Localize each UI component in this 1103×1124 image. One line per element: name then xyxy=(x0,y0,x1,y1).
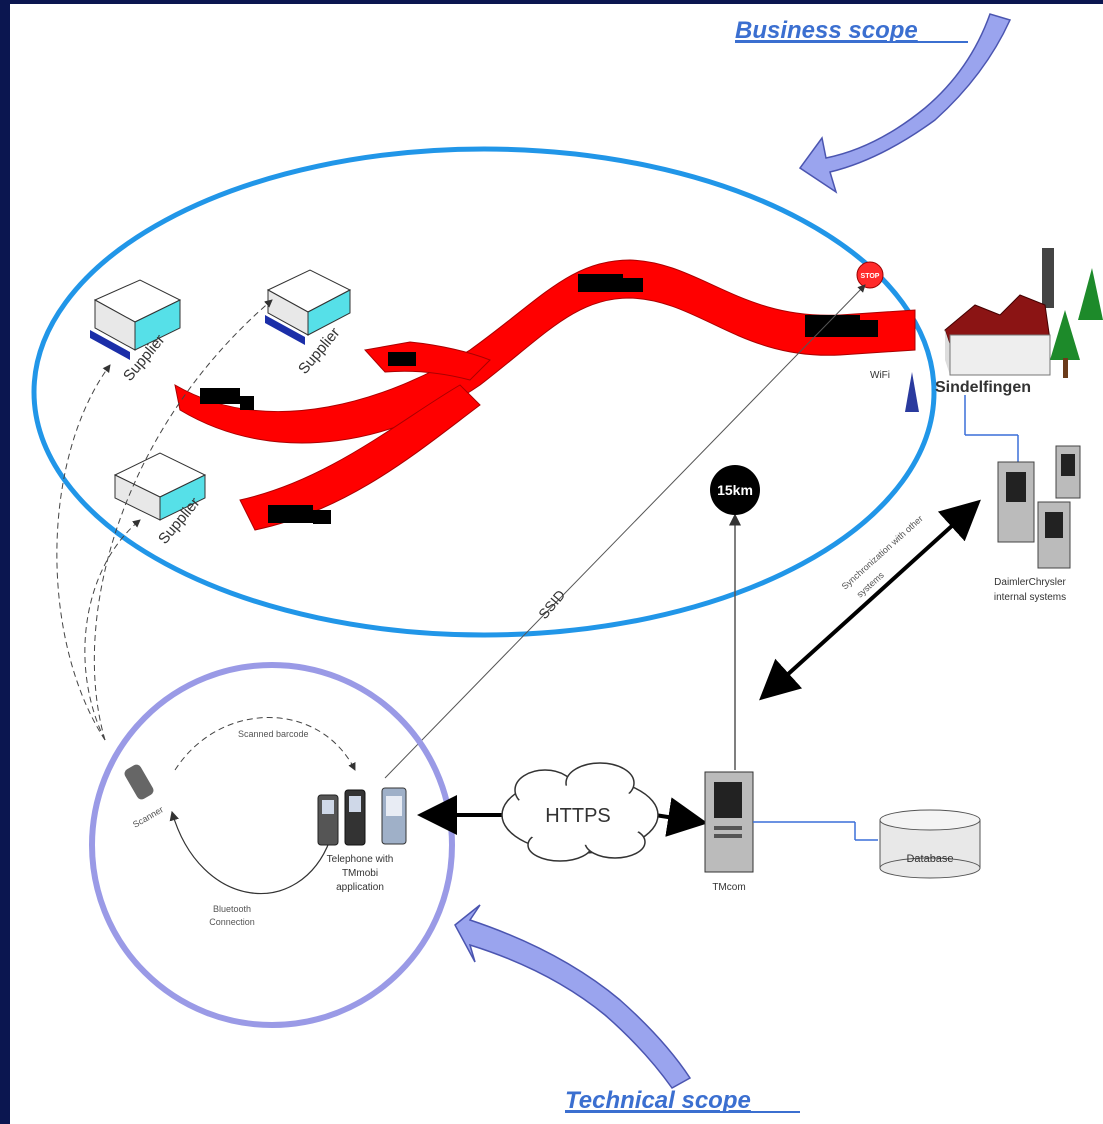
bluetooth-arc xyxy=(169,810,331,894)
scanned-barcode-arc xyxy=(174,717,356,771)
server-icon xyxy=(997,461,1035,543)
technical-scope-circle xyxy=(89,662,455,1028)
dashed-link xyxy=(93,299,273,741)
bluetooth-label: Connection xyxy=(209,917,255,927)
technical-scope-label: Technical scope xyxy=(565,1087,751,1114)
https-label: HTTPS xyxy=(545,805,611,827)
supplier-label: Supplier xyxy=(295,324,343,377)
server-icon xyxy=(1055,445,1081,499)
phones-label: TMmobi xyxy=(342,868,378,879)
stop-sign-text: STOP xyxy=(861,273,880,280)
truck-icon xyxy=(268,505,331,524)
internal-systems-label: internal systems xyxy=(994,592,1066,603)
server-label: TMcom xyxy=(712,882,745,893)
ssid-line xyxy=(384,284,866,779)
tree-icon xyxy=(1078,268,1103,320)
stop-sign-icon xyxy=(856,261,884,289)
phones-label: application xyxy=(336,882,384,893)
truck-icon xyxy=(200,388,254,410)
business-scope-ellipse xyxy=(31,146,937,638)
phone-icon xyxy=(381,787,407,845)
phone-icon xyxy=(344,789,366,846)
distance-label: 15km xyxy=(717,482,753,498)
dashed-link xyxy=(84,519,141,741)
factory-icon xyxy=(944,248,1054,376)
scanned-barcode-label: Scanned barcode xyxy=(238,729,309,739)
business-scope-arrow-icon xyxy=(798,13,1012,194)
server-icon xyxy=(1037,501,1071,569)
business-scope-label: Business scope xyxy=(735,17,918,44)
ssid-label: SSID xyxy=(535,587,568,622)
truck-icon xyxy=(578,274,643,292)
truck-icon xyxy=(805,315,878,337)
cloud-icon xyxy=(501,762,659,862)
sync-arrow xyxy=(759,499,981,701)
internal-systems-label: DaimlerChrysler xyxy=(994,577,1066,588)
database-icon xyxy=(879,809,981,879)
server-icon xyxy=(704,771,754,873)
phone-icon xyxy=(317,794,339,846)
bluetooth-label: Bluetooth xyxy=(213,904,251,914)
lower-road xyxy=(239,384,481,531)
wifi-label: WiFi xyxy=(870,370,890,381)
truck-icon xyxy=(388,352,416,366)
plant-label: Sindelfingen xyxy=(935,379,1031,396)
supplier-building-icon xyxy=(90,279,182,360)
tree-icon xyxy=(1050,310,1080,378)
database-label: Database xyxy=(906,853,953,865)
phones-label: Telephone with xyxy=(327,854,394,865)
scanner-label: Scanner xyxy=(131,804,165,829)
technical-scope-arrow-icon xyxy=(454,904,692,1089)
scanner-icon xyxy=(124,764,154,800)
https-arrow-right xyxy=(654,797,708,837)
supplier-building-icon xyxy=(113,452,207,521)
upper-road xyxy=(364,341,491,381)
antenna-icon xyxy=(905,372,919,412)
distance-marker xyxy=(710,465,760,515)
dashed-link xyxy=(56,364,111,741)
